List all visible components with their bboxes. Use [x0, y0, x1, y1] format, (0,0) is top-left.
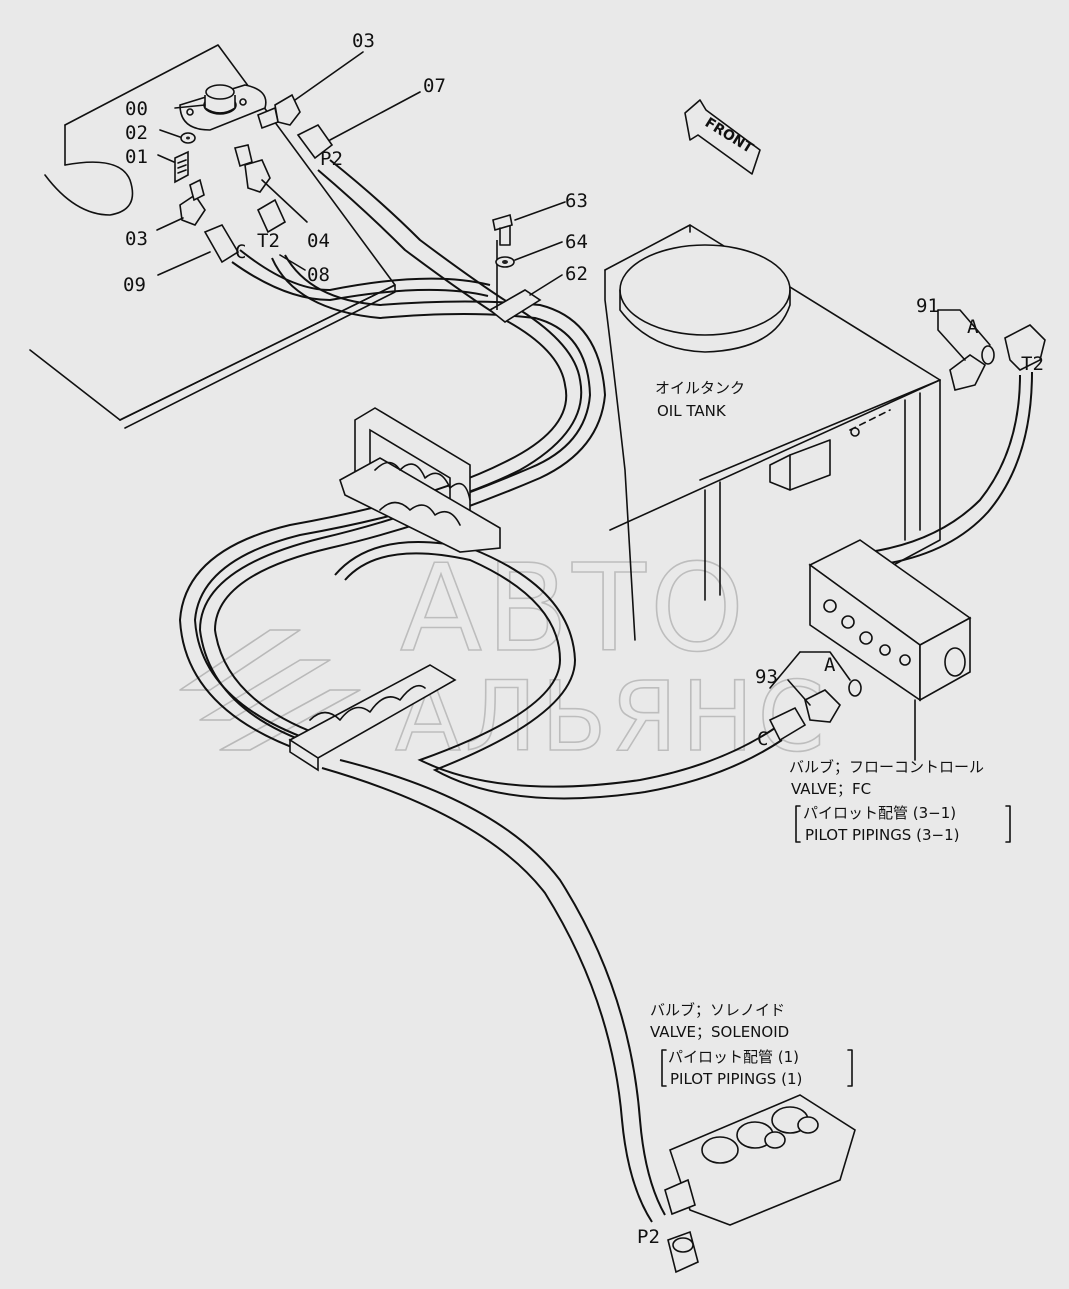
upper-clamp-bracket [339, 407, 501, 553]
fitting-p2-bottom [667, 1230, 699, 1274]
solenoid-valve-title-jp: バルブ；ソレノイド [650, 1001, 785, 1019]
front-arrow-label: FRONT [702, 115, 756, 157]
label-02: 02 [125, 122, 148, 144]
fitting-09-c [203, 223, 240, 264]
port-labels: P2 T2 C A T2 A C P2 [235, 148, 1044, 1248]
watermark-logo [179, 629, 361, 751]
label-00: 00 [125, 98, 148, 120]
port-p2-top: P2 [320, 148, 343, 170]
oil-tank-label-jp: オイルタンク [655, 379, 745, 397]
solenoid-valve-notes: バルブ；ソレノイド VALVE；SOLENOID パイロット配管 (1) PIL… [650, 1001, 853, 1088]
label-08: 08 [307, 264, 330, 286]
lower-clamp-bracket [288, 664, 457, 772]
watermark: АВТО АЛЬЯНС [179, 539, 829, 774]
tee-04 [234, 144, 271, 193]
label-03-lower: 03 [125, 228, 148, 250]
port-t2-top: T2 [257, 230, 280, 252]
label-62: 62 [565, 263, 588, 285]
fc-valve-block [808, 539, 972, 761]
elbow-03-lower [179, 178, 206, 226]
fc-valve-ref-jp: パイロット配管 (3−1) [803, 804, 956, 822]
front-arrow: FRONT [684, 99, 761, 175]
washer-02 [180, 132, 196, 144]
port-c-valve: C [757, 728, 768, 750]
elbow-03-upper [257, 93, 301, 130]
label-04: 04 [307, 230, 330, 252]
label-93: 93 [755, 666, 778, 688]
label-91: 91 [916, 295, 939, 317]
upper-structure-plate [29, 44, 396, 429]
port-t2-right: T2 [1021, 353, 1044, 375]
port-c-top: C [235, 241, 246, 263]
fc-valve-title-en: VALVE；FC [791, 780, 871, 798]
label-01: 01 [125, 146, 148, 168]
port-p2-bottom: P2 [637, 1226, 660, 1248]
label-64: 64 [565, 231, 588, 253]
oil-tank: オイルタンク OIL TANK [604, 224, 941, 641]
clamp-62 [488, 213, 542, 323]
oil-tank-label-en: OIL TANK [657, 402, 727, 420]
fitting-08-t2 [256, 198, 287, 234]
label-07: 07 [423, 75, 446, 97]
label-09: 09 [123, 274, 146, 296]
fc-valve-notes: バルブ；フローコントロール VALVE；FC パイロット配管 (3−1) PIL… [789, 758, 1011, 844]
solenoid-valve-ref-jp: パイロット配管 (1) [668, 1048, 799, 1066]
solenoid-valve-ref-en: PILOT PIPINGS (1) [670, 1070, 802, 1088]
fitting-91 [949, 324, 1046, 391]
bolt-01 [174, 150, 189, 184]
watermark-line1: АВТО [400, 540, 748, 679]
watermark-line2: АЛЬЯНС [395, 661, 829, 773]
fitting-93 [768, 679, 862, 742]
label-03-upper: 03 [352, 30, 375, 52]
solenoid-valve [664, 1094, 856, 1226]
label-63: 63 [565, 190, 588, 212]
fc-valve-ref-en: PILOT PIPINGS (3−1) [805, 826, 959, 844]
part-number-labels: 00 02 01 03 07 03 04 09 08 63 64 62 91 9… [123, 30, 939, 688]
fc-valve-title-jp: バルブ；フローコントロール [789, 758, 984, 776]
leader-lines [156, 51, 991, 706]
port-a-right: A [967, 316, 979, 338]
port-a-valve: A [824, 654, 836, 676]
solenoid-valve-title-en: VALVE；SOLENOID [650, 1023, 789, 1041]
hoses [178, 159, 1033, 1223]
pilot-valve-bracket [179, 84, 267, 131]
fitting-07-p2 [296, 123, 334, 160]
